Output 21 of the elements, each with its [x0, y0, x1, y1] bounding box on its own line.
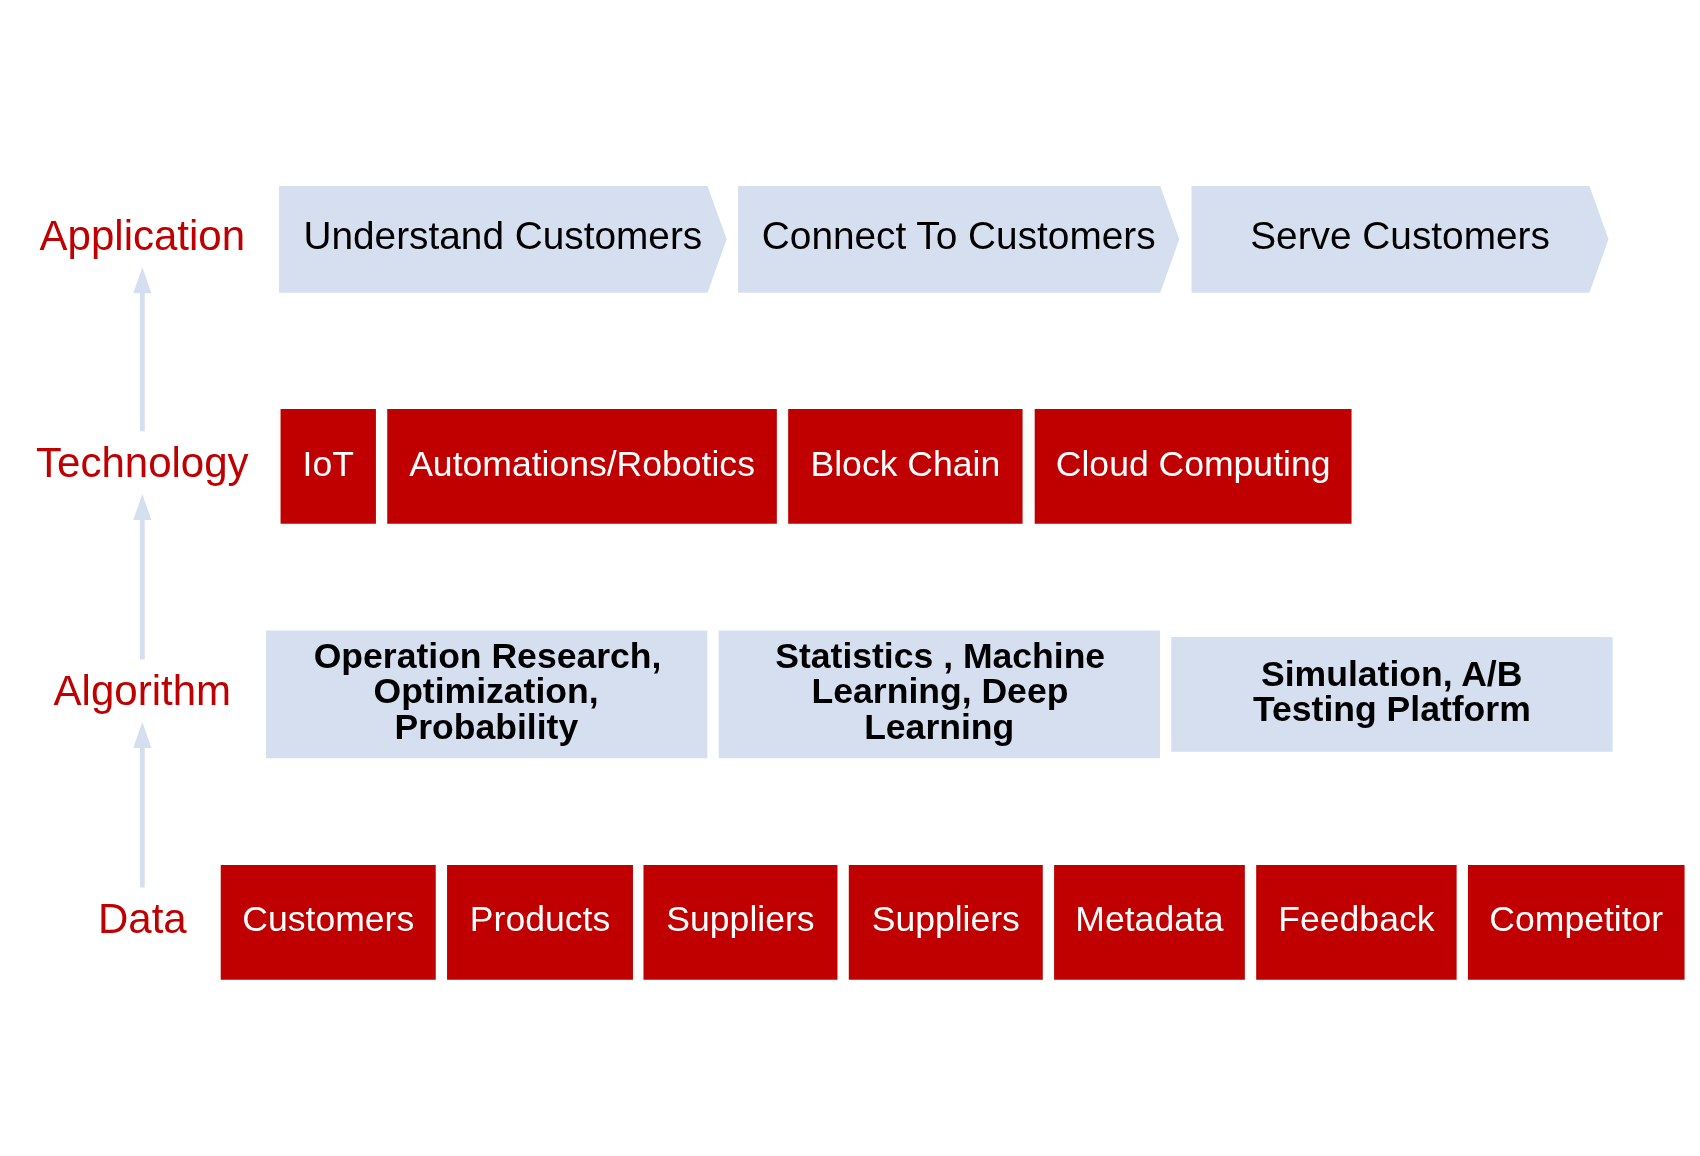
- node-text: Data: [97, 894, 187, 942]
- node-text: Technology: [36, 438, 249, 486]
- node-box: Block Chain: [786, 407, 1025, 526]
- node-box: Customers: [219, 863, 438, 982]
- node-box: IoT: [278, 407, 378, 526]
- arrow: [133, 494, 152, 660]
- node-box: Feedback: [1254, 863, 1459, 982]
- node-text: Application: [39, 211, 246, 259]
- node-text: Algorithm: [53, 666, 232, 714]
- node-box: Cloud Computing: [1033, 407, 1354, 526]
- node-box: Operation Research, Optimization, Probability: [264, 628, 709, 760]
- arrow: [133, 267, 152, 432]
- node-box: Suppliers: [641, 863, 840, 982]
- node-box: Competitor: [1466, 863, 1687, 982]
- arrow: [133, 721, 152, 888]
- node-box: Statistics , Machine Learning, Deep Learning: [717, 628, 1162, 760]
- node-box: Suppliers: [847, 863, 1045, 982]
- node-box: Metadata: [1052, 863, 1247, 982]
- node-box: Simulation, A/B Testing Platform: [1169, 635, 1615, 754]
- node-box: Products: [445, 863, 635, 982]
- node-box: Automations/Robotics: [385, 407, 779, 526]
